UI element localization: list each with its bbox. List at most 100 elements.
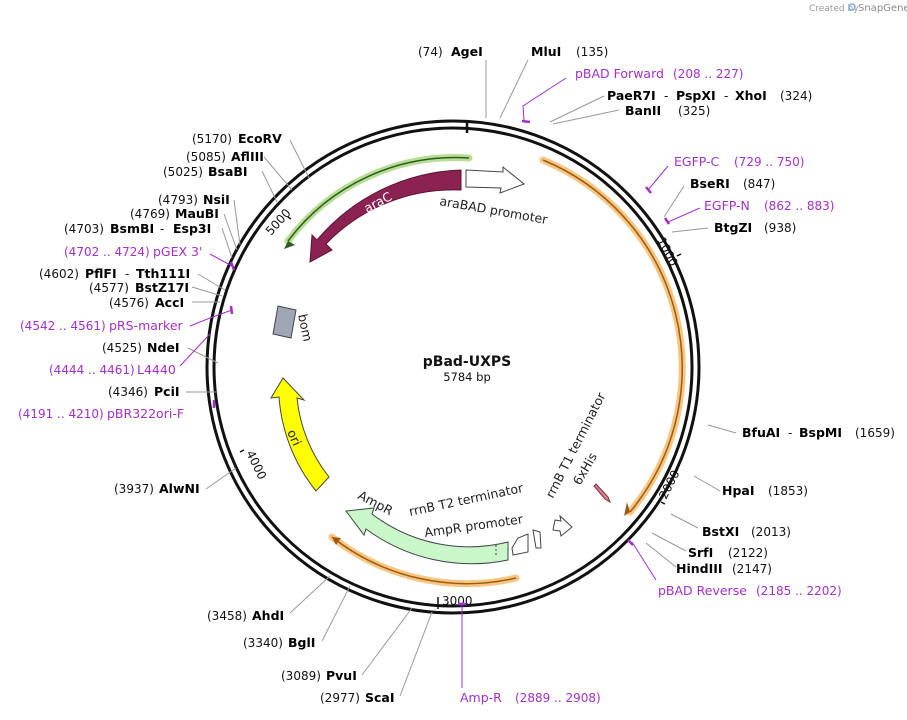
arac-orf-line	[287, 156, 470, 242]
main-orf-line	[542, 159, 683, 513]
arac-orf-arrowhead	[284, 241, 295, 249]
site-ahdi-position: (3458)	[207, 609, 247, 623]
site-nsii[interactable]: (4793) NsiI	[158, 192, 230, 207]
site-bstxi[interactable]: BstXI (2013)	[702, 524, 791, 539]
site-bgli-position: (3340)	[243, 636, 283, 650]
site-bfuai-bspmi[interactable]: BfuAI - BspMI (1659)	[742, 425, 895, 440]
primer-pbad-forward[interactable]: pBAD Forward (208 .. 227)	[575, 66, 743, 81]
primer-prs-marker-name: pRS-marker	[109, 318, 184, 333]
site-hindiii[interactable]: HindIII (2147)	[676, 561, 772, 576]
primer-egfp-c[interactable]: EGFP-C (729 .. 750)	[674, 154, 804, 169]
site-afliii[interactable]: (5085) AflIII	[186, 149, 264, 164]
ampr-orf-line	[331, 536, 517, 585]
site-banii[interactable]: BanII (325)	[625, 103, 710, 118]
site-ahdi-name: AhdI	[252, 608, 284, 623]
site-scai[interactable]: (2977) ScaI	[320, 690, 395, 705]
site-pcii[interactable]: (4346) PciI	[108, 384, 180, 399]
site-ndei[interactable]: (4525) NdeI	[102, 340, 180, 355]
site-pcii-name: PciI	[154, 384, 180, 399]
ampr-arrow	[345, 507, 509, 565]
site-pspxi-separator: -	[724, 89, 728, 103]
leader-afliii	[263, 156, 293, 191]
primer-leader-prs-marker	[189, 309, 233, 327]
feature-bom[interactable]: bom	[272, 305, 316, 343]
site-bstz17i[interactable]: (4577) BstZ17I	[89, 280, 189, 295]
primer-pgex3[interactable]: (4702 .. 4724) pGEX 3'	[64, 244, 202, 259]
primer-egfp-n-range: (862 .. 883)	[764, 199, 834, 213]
plasmid-length: 5784 bp	[443, 370, 491, 384]
site-pflfi-separator: -	[125, 267, 129, 281]
site-agei[interactable]: (74) AgeI	[418, 44, 483, 59]
site-xhoi-name: XhoI	[735, 88, 767, 103]
tick-mark-5000	[287, 216, 292, 220]
leader-bsabi	[261, 170, 278, 203]
site-paer7i-pspxi-xhoi[interactable]: PaeR7I - PspXI - XhoI (324)	[607, 88, 812, 103]
tick-label-5000: 5000	[263, 206, 294, 238]
site-bstz17i-name: BstZ17I	[135, 280, 189, 295]
site-bstxi-position: (2013)	[751, 525, 791, 539]
leader-hindiii	[645, 542, 677, 568]
leader-ahdi	[289, 575, 331, 614]
snapgene-logo-icon	[848, 3, 856, 11]
site-bsmbi-esp3i[interactable]: (4703) BsmBI - Esp3I	[64, 221, 211, 236]
primer-pbad-reverse[interactable]: pBAD Reverse (2185 .. 2202)	[658, 583, 842, 598]
feature-arac[interactable]: araC	[309, 169, 462, 263]
site-pflfi-name: PflFI	[85, 266, 117, 281]
site-scai-name: ScaI	[365, 690, 395, 705]
primer-egfp-c-name: EGFP-C	[674, 154, 720, 169]
primer-leader-l4440	[179, 333, 211, 367]
site-nsii-position: (4793)	[158, 193, 198, 207]
primer-pbad-forward-name: pBAD Forward	[575, 66, 664, 81]
primer-amp-r[interactable]: Amp-R (2889 .. 2908)	[460, 690, 601, 705]
primer-l4440-range: (4444 .. 4461)	[49, 363, 135, 377]
backbone-inner	[212, 126, 694, 608]
site-xhoi-position: (324)	[780, 89, 812, 103]
site-maubi[interactable]: (4769) MauBI	[130, 206, 219, 221]
site-maubi-name: MauBI	[175, 206, 219, 221]
site-pcii-position: (4346)	[108, 385, 148, 399]
primer-pbr322ori-f[interactable]: (4191 .. 4210) pBR322ori-F	[18, 406, 184, 421]
site-srfi[interactable]: SrfI (2122)	[688, 545, 768, 560]
primer-mark-egfp-c	[645, 186, 652, 194]
site-pvui[interactable]: (3089) PvuI	[281, 668, 357, 683]
feature-ori[interactable]: ori	[270, 377, 330, 492]
site-bfuai-separator: -	[788, 426, 792, 440]
primer-prs-marker[interactable]: (4542 .. 4561) pRS-marker	[20, 318, 184, 333]
site-pflfi-tth111i[interactable]: (4602) PflFI - Tth111I	[39, 266, 190, 281]
site-alwni[interactable]: (3937) AlwNI	[114, 481, 200, 496]
site-bspmi-position: (1659)	[855, 426, 895, 440]
site-hpai[interactable]: HpaI (1853)	[722, 483, 808, 498]
site-ndei-name: NdeI	[147, 340, 180, 355]
site-mlui[interactable]: MluI (135)	[531, 44, 608, 59]
site-bgli-name: BglI	[288, 635, 315, 650]
site-pvui-position: (3089)	[281, 669, 321, 683]
primer-l4440[interactable]: (4444 .. 4461) L4440	[49, 362, 176, 377]
site-bgli[interactable]: (3340) BglI	[243, 635, 315, 650]
site-ahdi[interactable]: (3458) AhdI	[207, 608, 284, 623]
feature-rrnb-t1[interactable]: rrnB T1 terminator	[542, 389, 609, 537]
site-btgzi[interactable]: BtgZI (938)	[714, 220, 796, 235]
leader-banii	[552, 109, 620, 125]
site-bseri[interactable]: BseRI (847)	[690, 176, 775, 191]
site-bseri-name: BseRI	[690, 176, 730, 191]
leader-scai	[399, 611, 433, 697]
site-banii-position: (325)	[678, 104, 710, 118]
primer-egfp-n[interactable]: EGFP-N (862 .. 883)	[704, 198, 834, 213]
primer-leader-pgex3	[209, 253, 233, 267]
site-bsabi[interactable]: (5025) BsaBI	[163, 164, 248, 179]
site-acci[interactable]: (4576) AccI	[109, 295, 184, 310]
tick-label-3000: 3000	[442, 594, 473, 608]
site-pflfi-position: (4602)	[39, 267, 79, 281]
site-srfi-position: (2122)	[728, 546, 768, 560]
site-alwni-position: (3937)	[114, 482, 154, 496]
leader-hpai	[693, 475, 721, 492]
primer-pbr322ori-f-name: pBR322ori-F	[107, 406, 184, 421]
bom-label: bom	[295, 313, 315, 343]
site-hpai-name: HpaI	[722, 483, 755, 498]
site-btgzi-position: (938)	[764, 221, 796, 235]
primer-l4440-name: L4440	[137, 362, 176, 377]
main-orf-arrowhead	[624, 502, 630, 516]
site-ecorv[interactable]: (5170) EcoRV	[192, 131, 282, 146]
watermark-brand: SnapGene	[858, 3, 907, 14]
site-nsii-name: NsiI	[203, 192, 230, 207]
